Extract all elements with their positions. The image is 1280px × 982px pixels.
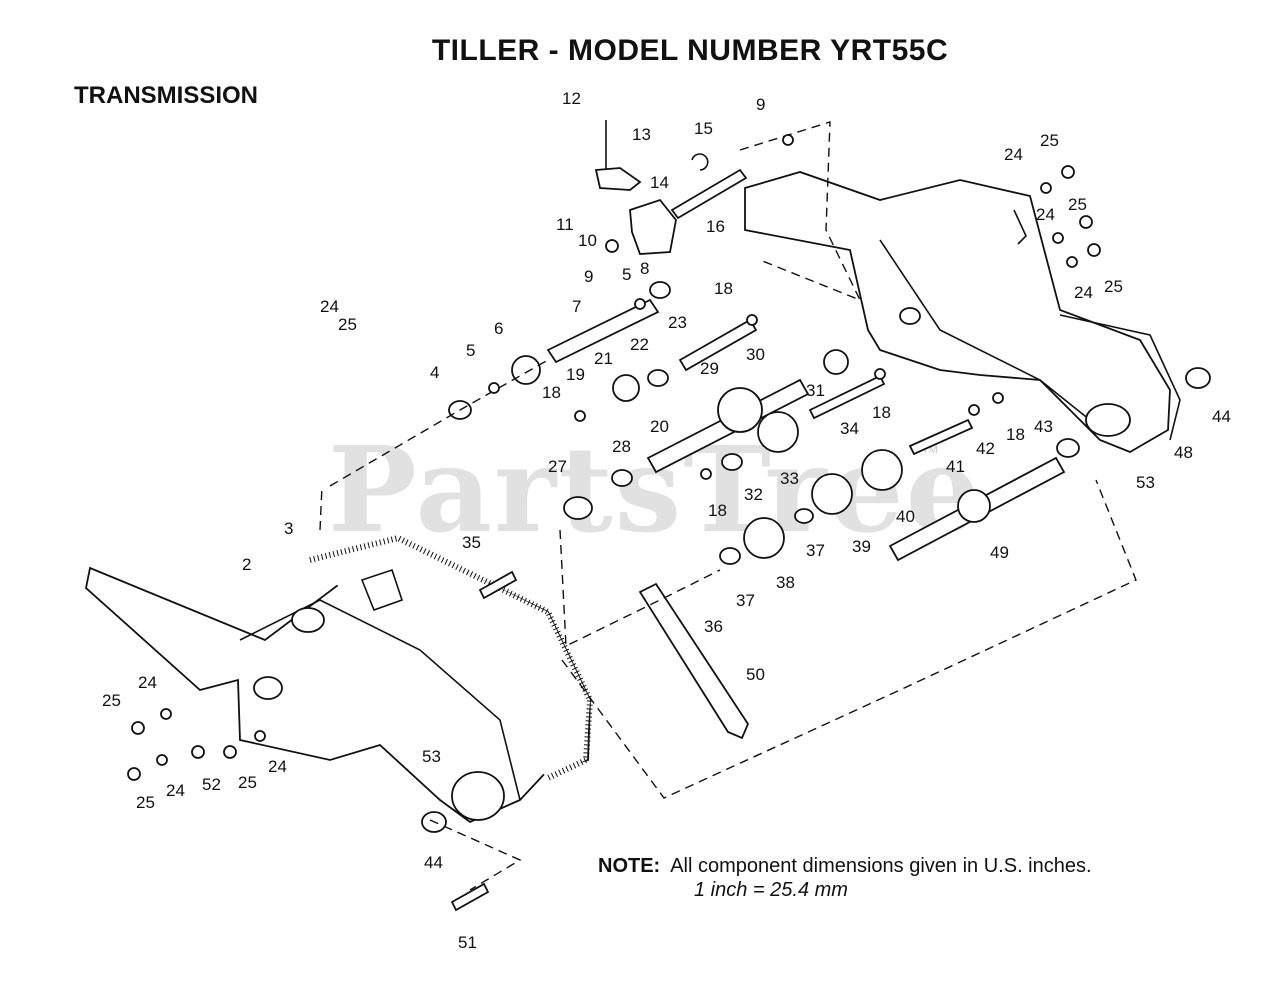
- callout-label: 22: [630, 335, 649, 354]
- hardware: [127, 134, 1101, 912]
- callout-label: 32: [744, 485, 763, 504]
- callout-label: 25: [238, 773, 257, 792]
- callout-label: 27: [548, 457, 567, 476]
- callout-label: 24: [1036, 205, 1055, 224]
- callout-label: 25: [1068, 195, 1087, 214]
- callout-label: 19: [566, 365, 585, 384]
- callout-label: 40: [896, 507, 915, 526]
- callout-label: 44: [424, 853, 443, 872]
- callout-label: 24: [268, 757, 287, 776]
- dimensions-note: NOTE: All component dimensions given in U…: [598, 854, 1092, 902]
- callout-label: 14: [650, 173, 669, 192]
- drive-chain: [638, 582, 750, 740]
- callout-label: 53: [1136, 473, 1155, 492]
- callout-label: 35: [462, 533, 481, 552]
- callout-labels: 12 13 15 9 14 11 10 16 9 5 8 7 18 23 6 5…: [102, 89, 1231, 952]
- callout-label: 4: [430, 363, 439, 382]
- note-label: NOTE:: [598, 855, 661, 877]
- callout-label: 24: [1074, 283, 1093, 302]
- right-housing: [744, 171, 1181, 453]
- callout-label: 2: [242, 555, 251, 574]
- callout-label: 44: [1212, 407, 1231, 426]
- callout-label: 11: [556, 215, 574, 234]
- callout-label: 15: [694, 119, 713, 138]
- callout-label: 38: [776, 573, 795, 592]
- callout-label: 9: [584, 267, 593, 286]
- callout-label: 37: [736, 591, 755, 610]
- callout-label: 39: [852, 537, 871, 556]
- callout-label: 51: [458, 933, 477, 952]
- callout-label: 18: [872, 403, 891, 422]
- callout-label: 24: [320, 297, 339, 316]
- callout-label: 53: [422, 747, 441, 766]
- callout-label: 52: [202, 775, 221, 794]
- callout-label: 34: [840, 419, 859, 438]
- callout-label: 8: [640, 259, 649, 278]
- callout-label: 24: [166, 781, 185, 800]
- assembly-lines: [319, 121, 1137, 891]
- callout-label: 24: [138, 673, 157, 692]
- callout-label: 23: [668, 313, 687, 332]
- callout-label: 13: [632, 125, 651, 144]
- callout-label: 50: [746, 665, 765, 684]
- callout-label: 25: [1104, 277, 1123, 296]
- callout-label: 10: [578, 231, 597, 250]
- callout-label: 36: [704, 617, 723, 636]
- callout-label: 29: [700, 359, 719, 378]
- callout-label: 25: [136, 793, 155, 812]
- callout-label: 28: [612, 437, 631, 456]
- callout-label: 21: [594, 349, 613, 368]
- callout-label: 25: [1040, 131, 1059, 150]
- callout-label: 7: [572, 297, 581, 316]
- callout-label: 49: [990, 543, 1009, 562]
- callout-label: 30: [746, 345, 765, 364]
- callout-label: 31: [806, 381, 825, 400]
- callout-label: 12: [562, 89, 581, 108]
- callout-label: 3: [284, 519, 293, 538]
- shifter-assembly: [594, 120, 748, 255]
- callout-label: 18: [542, 383, 561, 402]
- callout-label: 18: [708, 501, 727, 520]
- callout-label: 25: [338, 315, 357, 334]
- callout-label: 43: [1034, 417, 1053, 436]
- callout-label: 24: [1004, 145, 1023, 164]
- callout-label: 33: [780, 469, 799, 488]
- callout-label: 37: [806, 541, 825, 560]
- callout-label: 48: [1174, 443, 1193, 462]
- section-heading: TRANSMISSION: [74, 82, 259, 109]
- callout-label: 18: [1006, 425, 1025, 444]
- note-line-2: 1 inch = 25.4 mm: [694, 879, 848, 901]
- callout-label: 25: [102, 691, 121, 710]
- note-line-1: All component dimensions given in U.S. i…: [670, 855, 1092, 877]
- callout-label: 9: [756, 95, 765, 114]
- callout-label: 18: [714, 279, 733, 298]
- callout-label: 6: [494, 319, 503, 338]
- watermark: PartsTree: [328, 420, 983, 559]
- callout-label: 20: [650, 417, 669, 436]
- callout-label: 5: [466, 341, 475, 360]
- callout-label: 41: [946, 457, 965, 476]
- page-title: TILLER - MODEL NUMBER YRT55C: [431, 34, 949, 67]
- callout-label: 5: [622, 265, 631, 284]
- callout-label: 16: [706, 217, 725, 236]
- gears: [421, 281, 1211, 833]
- callout-label: 42: [976, 439, 995, 458]
